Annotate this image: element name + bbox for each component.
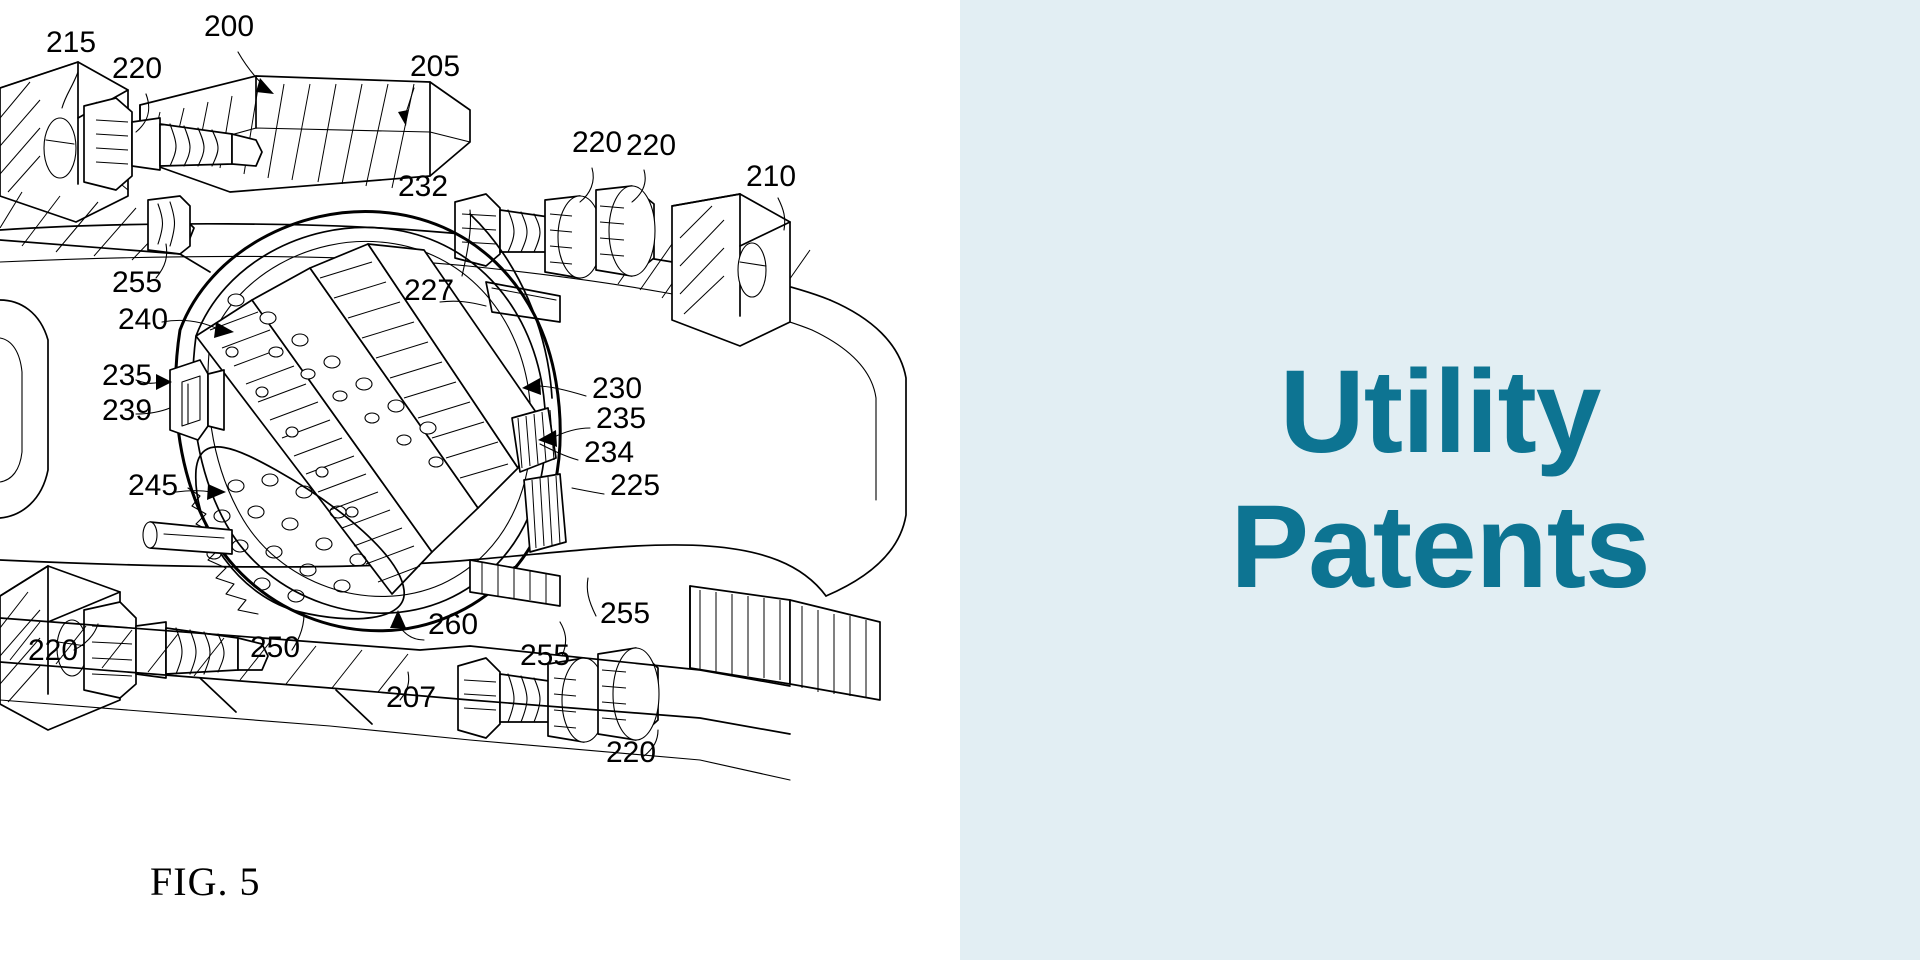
rotor-hole-rows	[225, 293, 444, 518]
ref-255-c: 255	[520, 639, 570, 672]
ref-207: 207	[386, 681, 436, 714]
bottom-left-block-and-bolt-220	[0, 565, 269, 731]
patent-figure-svg: 215 200 220 205 220 220 210 232 255 227 …	[0, 10, 907, 904]
ref-215: 215	[46, 26, 96, 59]
heading-panel: Utility Patents	[960, 0, 1920, 960]
leader-lines	[61, 51, 786, 757]
ref-227: 227	[404, 274, 454, 307]
serrated-edge-250	[187, 487, 259, 615]
patent-drawing-panel: 215 200 220 205 220 220 210 232 255 227 …	[0, 10, 907, 904]
ref-220-b: 220	[572, 126, 622, 159]
ref-225: 225	[610, 469, 660, 502]
ref-255-b: 255	[600, 597, 650, 630]
ref-220-c: 220	[626, 129, 676, 162]
ref-220-d: 220	[28, 634, 78, 667]
ref-210: 210	[746, 160, 796, 193]
ref-234: 234	[584, 436, 634, 469]
ref-205: 205	[410, 50, 460, 83]
right-mounting-block-210	[671, 193, 791, 347]
fitting-235-239	[169, 359, 225, 441]
rotor-slat-bands	[195, 243, 541, 595]
ref-220-a: 220	[112, 52, 162, 85]
ref-239: 239	[102, 394, 152, 427]
bottom-mounting-bar-207	[0, 617, 791, 781]
bolt-220-mid-upper	[454, 185, 656, 279]
ref-245: 245	[128, 469, 178, 502]
ref-235-a: 235	[102, 359, 152, 392]
ref-200: 200	[204, 10, 254, 43]
upper-left-hatched-wedge-255	[0, 191, 211, 273]
perforated-inner-disc-245	[195, 446, 405, 620]
bottom-center-bolt-220	[457, 647, 660, 743]
ref-235-b: 235	[596, 402, 646, 435]
figure-label: FIG. 5	[150, 859, 260, 904]
disc-perforations	[206, 473, 367, 603]
ref-240: 240	[118, 303, 168, 336]
connecting-plate-260	[469, 559, 561, 607]
lower-right-flange-section	[689, 585, 881, 701]
ref-220-e: 220	[606, 736, 656, 769]
heading-line-1: Utility	[1279, 346, 1602, 479]
ref-255-a: 255	[112, 266, 162, 299]
slot-features-234-235	[511, 407, 567, 553]
heading-block: Utility Patents	[960, 345, 1920, 614]
ref-250: 250	[250, 631, 300, 664]
central-rotor-drum-assembly	[142, 209, 567, 633]
ref-260: 260	[428, 608, 478, 641]
ref-230: 230	[592, 372, 642, 405]
ref-232: 232	[398, 170, 448, 203]
reference-numeral-group: 215 200 220 205 220 220 210 232 255 227 …	[28, 10, 796, 769]
heading-line-2: Patents	[1230, 481, 1650, 613]
pin-shaft-245	[142, 521, 233, 555]
bolt-220-top-left	[83, 97, 263, 191]
